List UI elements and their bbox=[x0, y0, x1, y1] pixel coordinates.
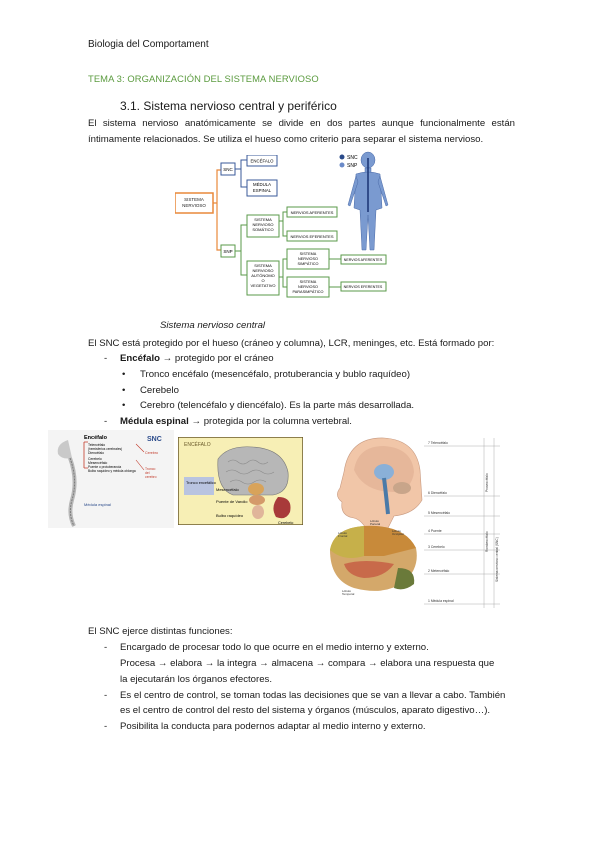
svg-text:Lóbulo: Lóbulo bbox=[370, 519, 379, 523]
svg-text:Sistema nervioso central (SNC): Sistema nervioso central (SNC) bbox=[495, 537, 499, 582]
brain-puente-label: Puente de Varolio bbox=[216, 499, 248, 504]
sublist-item: •Cerebelo bbox=[122, 385, 179, 396]
medula-term: Médula espinal bbox=[120, 416, 189, 427]
human-nervous-system-figure: SNC SNP bbox=[336, 150, 394, 255]
brain-hierarchy-figure: 7 Telencéfalo 6 Diencéfalo 5 Mesencéfalo… bbox=[324, 432, 510, 616]
svg-text:Mesencéfalo: Mesencéfalo bbox=[88, 461, 107, 465]
svg-text:NERVIOS AFERENTES: NERVIOS AFERENTES bbox=[344, 258, 383, 262]
svg-text:Prosencéfalo: Prosencéfalo bbox=[485, 473, 489, 492]
figure-caption: Sistema nervioso central bbox=[160, 320, 266, 331]
function-item-line: Procesa → elabora → la integra → almacen… bbox=[120, 658, 495, 669]
encefalo-term: Encéfalo bbox=[120, 353, 160, 364]
list-item-medula: - Médula espinal → protegida por la colu… bbox=[104, 416, 352, 427]
diagram-eferentes-label: NERVIOS EFERENTES bbox=[290, 234, 333, 239]
svg-text:cerebro: cerebro bbox=[145, 475, 157, 479]
function-item-line: es el centro de control del resto del si… bbox=[120, 705, 491, 716]
svg-text:Temporal: Temporal bbox=[342, 592, 355, 596]
svg-text:del: del bbox=[145, 471, 150, 475]
legend-snc-label: SNC bbox=[347, 155, 358, 161]
svg-text:(hemisferios cerebrales): (hemisferios cerebrales) bbox=[88, 447, 122, 451]
brain-illustration-figure: ENCÉFALO Tronco encefálico Mesencéfalo P… bbox=[177, 436, 304, 526]
document-header: Biologia del Comportament bbox=[88, 39, 209, 50]
medula-description: → protegida por la columna vertebral. bbox=[188, 416, 352, 427]
svg-text:3 Cerebelo: 3 Cerebelo bbox=[428, 545, 445, 549]
svg-text:Frontal: Frontal bbox=[338, 534, 348, 538]
spine-cerebro-label: Cerebro bbox=[145, 451, 158, 455]
intro-paragraph: El sistema nervioso anatómicamente se di… bbox=[88, 118, 515, 145]
sublist-item: •Cerebro (telencéfalo y diencéfalo). Es … bbox=[122, 400, 415, 411]
diagram-snp-label: SNP bbox=[223, 249, 232, 254]
svg-text:Lóbulo: Lóbulo bbox=[338, 531, 347, 535]
function-item: -Encargado de procesar todo lo que ocurr… bbox=[104, 642, 429, 653]
function-item-line: la ejecutarán los órganos efectores. bbox=[120, 674, 272, 685]
brain-tronco-label: Tronco encefálico bbox=[186, 481, 216, 485]
spine-medula-label: Médula espinal bbox=[84, 502, 111, 507]
spine-diagram-figure: Encéfalo SNC Telencéfalo (hemisferios ce… bbox=[48, 430, 174, 528]
section-title: 3.1. Sistema nervioso central y periféri… bbox=[120, 99, 337, 113]
diagram-snc-label: SNC bbox=[223, 167, 233, 172]
svg-text:NERVIOS EFERENTES: NERVIOS EFERENTES bbox=[344, 285, 383, 289]
svg-text:7 Telencéfalo: 7 Telencéfalo bbox=[428, 441, 448, 445]
diagram-aferentes-label: NERVIOS AFERENTES bbox=[291, 210, 334, 215]
svg-text:Puente o protuberancia: Puente o protuberancia bbox=[88, 465, 121, 469]
svg-text:Tronco: Tronco bbox=[145, 467, 156, 471]
snc-protection-paragraph: El SNC está protegido por el hueso (crán… bbox=[88, 338, 495, 349]
list-item-encefalo: - Encéfalo → protegido por el cráneo bbox=[104, 353, 274, 364]
svg-text:Diencéfalo: Diencéfalo bbox=[88, 451, 104, 455]
svg-text:6 Diencéfalo: 6 Diencéfalo bbox=[428, 491, 447, 495]
svg-text:4 Puente: 4 Puente bbox=[428, 529, 442, 533]
svg-text:Lóbulo: Lóbulo bbox=[392, 529, 401, 533]
chapter-title: TEMA 3: ORGANIZACIÓN DEL SISTEMA NERVIOS… bbox=[88, 73, 319, 84]
diagram-encefalo-label: ENCÉFALO bbox=[251, 159, 275, 164]
function-item: -Es el centro de control, se toman todas… bbox=[104, 690, 506, 701]
brain-mesencefalo-label: Mesencéfalo bbox=[216, 487, 239, 492]
brain-cerebelo-label: Cerebelo bbox=[278, 521, 293, 525]
functions-intro: El SNC ejerce distintas funciones: bbox=[88, 626, 233, 637]
sublist-item: •Tronco encéfalo (mesencéfalo, protubera… bbox=[122, 369, 411, 380]
function-item: -Posibilita la conducta para podernos ad… bbox=[104, 721, 426, 732]
svg-text:Lóbulo: Lóbulo bbox=[342, 589, 351, 593]
svg-text:Bulbo raquídeo y médula oblong: Bulbo raquídeo y médula oblonga bbox=[88, 469, 136, 473]
svg-text:Parietal: Parietal bbox=[370, 522, 381, 526]
svg-text:Telencéfalo: Telencéfalo bbox=[88, 443, 105, 447]
legend-snp-label: SNP bbox=[347, 163, 358, 169]
brain-encefalo-label: ENCÉFALO bbox=[184, 441, 211, 448]
brain-bulbo-label: Bulbo raquídeo bbox=[216, 513, 244, 518]
encefalo-description: → protegido por el cráneo bbox=[160, 353, 274, 364]
svg-text:2 Metencéfalo: 2 Metencéfalo bbox=[428, 569, 449, 573]
spine-snc-label: SNC bbox=[147, 436, 162, 443]
spine-encefalo-label: Encéfalo bbox=[84, 435, 108, 441]
svg-text:Cerebelo: Cerebelo bbox=[88, 457, 102, 461]
svg-text:1 Médula espinal: 1 Médula espinal bbox=[428, 599, 454, 603]
svg-text:Occipital: Occipital bbox=[392, 532, 404, 536]
svg-text:Rombencéfalo: Rombencéfalo bbox=[485, 531, 489, 552]
svg-text:5 Mesencéfalo: 5 Mesencéfalo bbox=[428, 511, 450, 515]
